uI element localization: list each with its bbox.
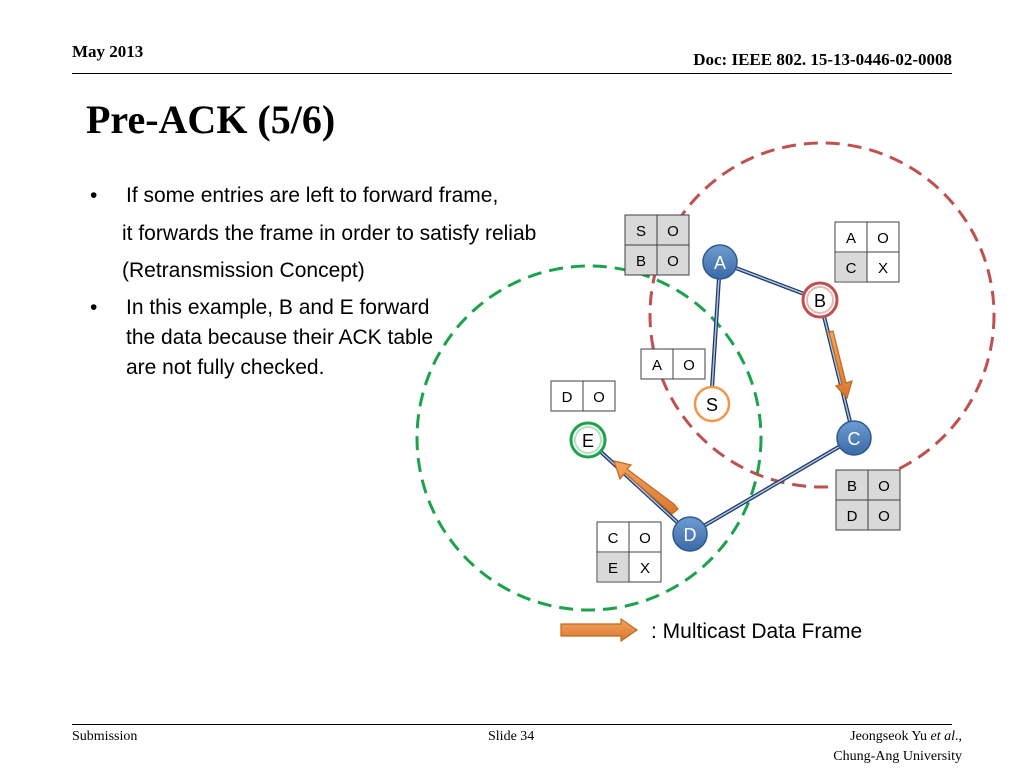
forward-arrow-d-to-e — [613, 460, 679, 515]
bullet-2-line-2: the data because their ACK table — [126, 326, 434, 349]
ack-d-r2c1: E — [608, 560, 618, 577]
node-a: A — [702, 244, 738, 280]
ack-table-a: S O B O — [624, 214, 690, 276]
ack-b-r2c2: X — [878, 260, 888, 277]
node-c: C — [836, 420, 872, 456]
node-e: E — [569, 421, 607, 459]
ack-b-r1c2: O — [877, 230, 889, 247]
slide-title: Pre-ACK (5/6) — [86, 97, 336, 142]
coverage-circle-red — [648, 141, 996, 489]
coverage-circle-green — [415, 264, 763, 612]
node-b: B — [801, 281, 839, 319]
footer-etal: et al — [930, 729, 956, 744]
bullet-1-line-2: it forwards the frame in order to satisf… — [122, 222, 537, 245]
footer-submission: Submission — [72, 729, 138, 744]
legend-label: : Multicast Data Frame — [651, 620, 862, 643]
ack-table-d: C O E X — [596, 521, 662, 583]
ack-table-b: A O C X — [834, 221, 900, 283]
header-doc-id: Doc: IEEE 802. 15-13-0446-02-0008 — [693, 50, 952, 69]
footer-affiliation: Chung-Ang University — [833, 749, 962, 764]
ack-b-r2c1: C — [846, 260, 857, 277]
header-divider — [72, 73, 952, 74]
ack-table-e: D O — [550, 380, 616, 412]
node-d: D — [672, 516, 708, 552]
node-a-label: A — [714, 253, 726, 273]
ack-c-r2c1: D — [847, 508, 858, 525]
ack-a-r2c1: B — [636, 253, 646, 270]
node-s-label: S — [706, 395, 718, 415]
bullet-2-line-1: In this example, B and E forward — [126, 296, 430, 319]
ack-a-r1c1: S — [636, 223, 646, 240]
footer-author-suffix: ., — [955, 729, 962, 744]
node-e-label: E — [582, 431, 594, 451]
ack-e-r1c2: O — [593, 389, 605, 406]
bullet-dot-2: • — [90, 296, 98, 319]
ack-c-r2c2: O — [878, 508, 890, 525]
node-d-label: D — [684, 525, 697, 545]
ack-d-r1c1: C — [608, 530, 619, 547]
ack-a-r2c2: O — [667, 253, 679, 270]
ack-a-r1c2: O — [667, 223, 679, 240]
node-c-label: C — [848, 429, 861, 449]
node-s: S — [693, 385, 731, 423]
header-date: May 2013 — [72, 42, 144, 61]
bullet-1-line-3: (Retransmission Concept) — [122, 259, 365, 282]
ack-e-r1c1: D — [562, 389, 573, 406]
bullet-dot-1: • — [90, 184, 98, 207]
legend-arrow-icon — [560, 617, 639, 643]
ack-s-r1c1: A — [652, 357, 662, 374]
ack-table-s: A O — [640, 348, 706, 380]
footer-author-name: Jeongseok Yu — [850, 729, 927, 744]
ack-c-r1c2: O — [878, 478, 890, 495]
bullet-2-line-3: are not fully checked. — [126, 356, 325, 379]
footer-divider — [72, 724, 952, 725]
ack-c-r1c1: B — [847, 478, 857, 495]
footer-author: Jeongseok Yu et al., — [850, 729, 962, 745]
bullet-1-line-1: If some entries are left to forward fram… — [126, 184, 499, 207]
ack-s-r1c2: O — [683, 357, 695, 374]
footer-slide-number: Slide 34 — [488, 729, 535, 744]
ack-d-r1c2: O — [639, 530, 651, 547]
node-b-label: B — [814, 291, 826, 311]
ack-table-c: B O D O — [835, 469, 901, 531]
ack-d-r2c2: X — [640, 560, 650, 577]
ack-b-r1c1: A — [846, 230, 856, 247]
forward-arrow-b-to-c — [825, 330, 853, 400]
